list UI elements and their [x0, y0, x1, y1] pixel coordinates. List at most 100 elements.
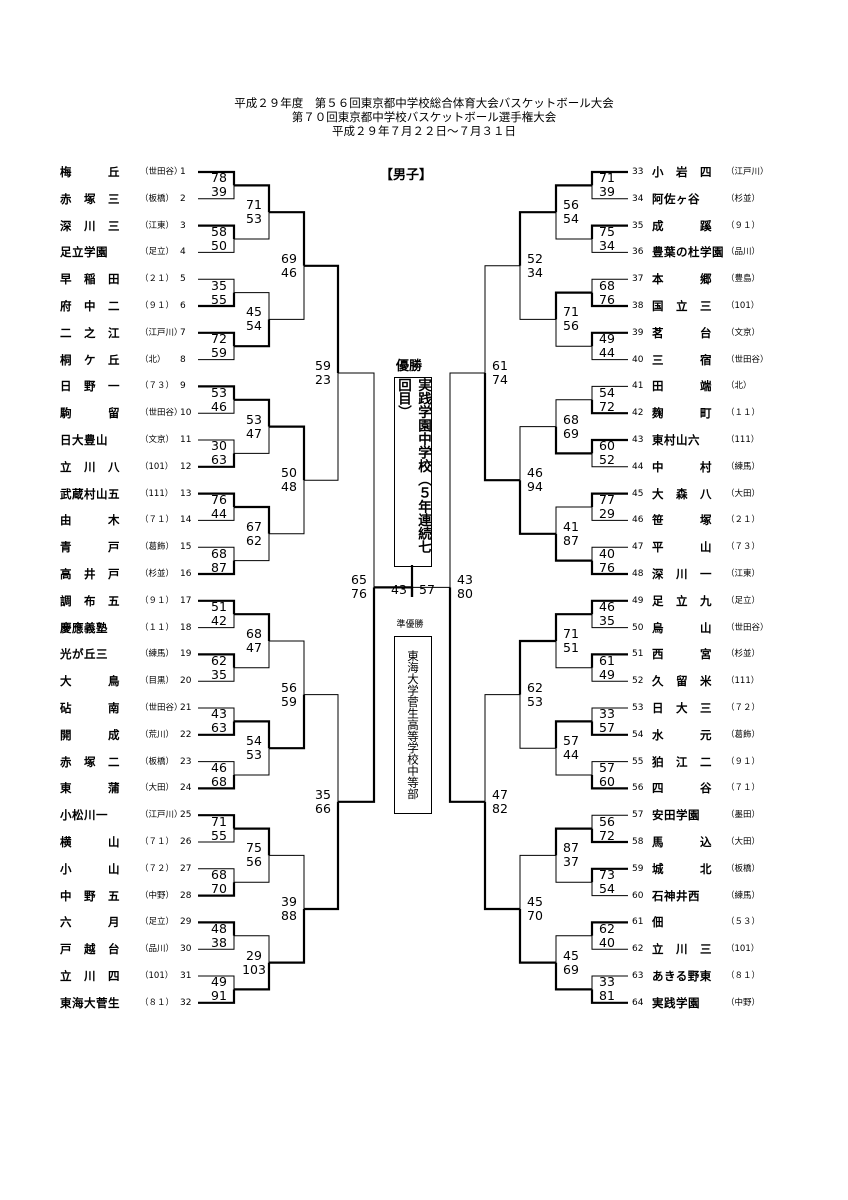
score-value: 82: [492, 800, 508, 816]
score-value: 71: [563, 626, 579, 641]
team-seed: 31: [180, 971, 192, 981]
bracket-line-winner: [590, 560, 628, 576]
bracket-line-winner: [198, 653, 236, 668]
score-value: 68: [246, 626, 262, 641]
score-value: 87: [211, 559, 227, 575]
team-seed: 16: [180, 569, 192, 579]
bracket-line: [234, 426, 270, 454]
title-line-3: 平成２９年７月２２日～７月３１日: [332, 124, 516, 138]
bracket-line-winner: [234, 613, 271, 641]
team-area: （世田谷）: [140, 167, 183, 177]
score-value: 30: [211, 438, 227, 454]
team-area: （世田谷）: [140, 703, 183, 713]
team-name: 武蔵村山五: [60, 486, 120, 501]
bracket-line: [198, 346, 235, 361]
bracket-line-winner: [234, 319, 271, 348]
team-area: （大田）: [726, 488, 761, 499]
team-area: （文京）: [726, 327, 761, 338]
team-seed: 53: [632, 703, 644, 713]
score-value: 47: [246, 640, 262, 655]
score-value: 60: [599, 774, 615, 789]
score-value: 35: [211, 277, 227, 293]
team-seed: 10: [180, 408, 192, 419]
team-area: （足立）: [140, 247, 175, 258]
score-value: 68: [563, 411, 579, 427]
team-name: 麹 町: [652, 406, 712, 421]
team-area: （２１）: [140, 274, 175, 285]
team-area: （７１）: [140, 837, 175, 847]
team-name: 本 郷: [652, 272, 712, 287]
score-value: 54: [563, 211, 579, 227]
team-area: （１１）: [726, 408, 761, 419]
team-area: （２１）: [726, 515, 761, 526]
team-name: 慶應義塾: [60, 620, 108, 635]
team-area: （品川）: [140, 944, 175, 955]
bracket-line-winner: [590, 492, 628, 507]
bracket-line: [591, 278, 628, 293]
score-value: 81: [599, 988, 615, 1004]
team-seed: 23: [180, 756, 192, 767]
score-value: 55: [211, 827, 227, 843]
bracket-line: [198, 975, 235, 990]
runner-up-box: 東海大学菅生高等学校中等部: [394, 636, 432, 814]
score-value: 62: [246, 532, 262, 548]
score-value: 59: [315, 358, 331, 373]
team-area: （北）: [140, 354, 166, 365]
bracket-line: [519, 854, 556, 909]
bracket-line: [591, 507, 628, 521]
team-name: 光が丘三: [60, 647, 108, 662]
bracket-line-winner: [590, 399, 628, 415]
score-value: 88: [281, 908, 297, 923]
bracket-line: [198, 667, 235, 682]
team-seed: 21: [180, 703, 192, 713]
score-value: 34: [527, 264, 543, 280]
team-area: （７１）: [726, 783, 761, 794]
score-value: 34: [599, 238, 615, 253]
score-value: 45: [563, 947, 579, 963]
team-seed: 7: [180, 327, 186, 338]
team-area: （世田谷）: [726, 354, 769, 365]
bracket-line-winner: [269, 909, 306, 964]
team-area: （練馬）: [726, 890, 761, 901]
score-value: 65: [351, 572, 367, 588]
score-value: 46: [599, 599, 615, 615]
bracket-line-winner: [518, 211, 556, 266]
score-value: 68: [211, 545, 227, 561]
score-value: 35: [599, 613, 615, 629]
team-name: 足 立 九: [652, 593, 712, 608]
bracket-line-winner: [269, 211, 306, 266]
bracket-line-winner: [269, 694, 306, 750]
score-value: 50: [281, 465, 297, 481]
team-seed: 47: [632, 542, 644, 553]
bracket-line-winner: [590, 921, 628, 936]
score-value: 71: [599, 170, 615, 186]
bracket-line: [555, 641, 592, 669]
team-seed: 56: [632, 783, 644, 794]
score-value: 44: [211, 506, 227, 521]
team-area: （練馬）: [140, 649, 175, 660]
team-name: 梅 丘: [60, 165, 120, 179]
score-value: 54: [246, 318, 262, 334]
bracket-line-winner: [554, 291, 592, 320]
score-value: 46: [211, 398, 227, 414]
score-value: 63: [211, 720, 227, 736]
bracket-line: [234, 533, 270, 562]
team-seed: 55: [632, 756, 644, 767]
score-value: 29: [599, 506, 615, 521]
bracket-line-winner: [590, 599, 628, 615]
score-value: 49: [211, 974, 227, 990]
bracket-line-winner: [198, 882, 236, 897]
bracket-line: [234, 935, 270, 963]
score-value: 54: [599, 384, 615, 400]
bracket-line: [304, 694, 339, 802]
team-area: （９１）: [140, 301, 175, 311]
team-area: （目黒）: [140, 676, 175, 687]
score-value: 68: [599, 277, 615, 293]
bracket-line: [234, 212, 270, 240]
score-value: 40: [599, 545, 615, 561]
score-value: 53: [246, 747, 262, 763]
bracket-line-winner: [198, 989, 236, 1004]
score-value: 77: [599, 492, 615, 507]
score-value: 50: [211, 238, 227, 253]
